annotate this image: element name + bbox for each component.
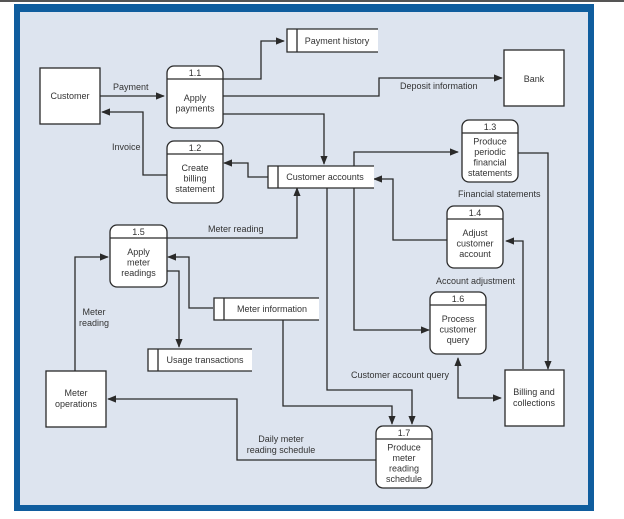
entity-meter-operations[interactable]: Meter operations	[45, 370, 107, 428]
flow-meter-reading	[74, 253, 109, 371]
process-label-line: query	[447, 335, 470, 345]
store-customer-accounts[interactable]: Customer accounts	[267, 165, 374, 189]
process-label-line: Process	[442, 314, 475, 324]
process-shape	[375, 425, 433, 489]
label-account-adjustment: Account adjustment	[436, 276, 516, 286]
entity-billing-collections[interactable]: Billing and collections	[504, 369, 565, 427]
flow-adjust-to-accounts	[373, 175, 447, 241]
flow-meterinfo-to-schedule	[282, 318, 396, 425]
process-label-line: Adjust	[462, 228, 488, 238]
process-shape	[446, 205, 504, 269]
flow-to-customer-query	[353, 187, 430, 334]
entity-meter-ops-line1: Meter	[64, 388, 87, 398]
top-edge-line	[0, 0, 624, 2]
flow-deposit	[222, 74, 503, 97]
entity-customer-label: Customer	[50, 91, 89, 101]
process-number: 1.3	[484, 122, 497, 132]
process-shape	[166, 140, 224, 204]
flow-customer-account-query	[454, 357, 502, 402]
process-label-line: Apply	[184, 93, 207, 103]
process-number: 1.6	[452, 294, 465, 304]
process-label-line: meter	[392, 453, 415, 463]
process-label-line: customer	[456, 238, 493, 248]
process-number: 1.4	[469, 208, 482, 218]
label-deposit-information: Deposit information	[400, 81, 478, 91]
entity-billing-line1: Billing and	[513, 387, 555, 397]
process-label-line: Produce	[387, 443, 421, 453]
store-meter-information-label: Meter information	[237, 304, 307, 314]
flows	[74, 37, 552, 461]
label-meter-reading-left-2: reading	[79, 318, 109, 328]
store-usage-transactions[interactable]: Usage transactions	[147, 348, 252, 372]
process-label-line: readings	[121, 268, 156, 278]
label-financial-statements: Financial statements	[458, 189, 541, 199]
flow-account-adjustment	[505, 237, 524, 369]
flow-meter-reading-to-accounts	[167, 187, 301, 239]
entity-meter-ops-line2: operations	[55, 399, 98, 409]
label-payment: Payment	[113, 82, 149, 92]
flow-invoice	[101, 108, 167, 176]
process-label-line: statements	[468, 168, 513, 178]
process-label-line: meter	[127, 257, 150, 267]
process-label-line: Produce	[473, 137, 507, 147]
label-invoice: Invoice	[112, 142, 141, 152]
entity-bank-label: Bank	[524, 74, 545, 84]
process-number: 1.2	[189, 143, 202, 153]
flow-to-create-billing	[223, 159, 268, 178]
entity-billing-line2: collections	[513, 398, 556, 408]
process-label-line: financial	[473, 158, 506, 168]
entity-customer[interactable]: Customer	[39, 67, 101, 125]
flow-financial-statements	[518, 152, 552, 370]
process-label-line: account	[459, 249, 491, 259]
process-label-line: customer	[439, 324, 476, 334]
process-label-line: Create	[181, 163, 208, 173]
label-daily-schedule-1: Daily meter	[258, 434, 304, 444]
process-label-line: Apply	[127, 247, 150, 257]
process-label-line: schedule	[386, 474, 422, 484]
process-label-line: periodic	[474, 147, 506, 157]
flow-meterinfo-to-apply	[167, 253, 213, 309]
flow-to-customer-accounts	[222, 113, 328, 165]
flow-to-usage	[167, 270, 183, 348]
store-payment-history-label: Payment history	[305, 36, 370, 46]
process-label-line: statement	[175, 184, 215, 194]
process-shape	[429, 291, 487, 355]
store-meter-information[interactable]: Meter information	[213, 297, 319, 321]
store-customer-accounts-label: Customer accounts	[286, 172, 364, 182]
flow-accounts-to-schedule	[326, 187, 416, 425]
process-number: 1.7	[398, 428, 411, 438]
process-label-line: payments	[175, 104, 215, 114]
flow-to-payment-history	[222, 37, 285, 80]
store-usage-transactions-label: Usage transactions	[166, 355, 244, 365]
process-shape	[109, 224, 168, 288]
process-label-line: reading	[389, 464, 419, 474]
label-meter-reading-top: Meter reading	[208, 224, 264, 234]
flow-to-financial	[353, 148, 459, 167]
flow-daily-schedule	[107, 395, 376, 461]
store-payment-history[interactable]: Payment history	[286, 28, 378, 53]
label-meter-reading-left-1: Meter	[82, 307, 105, 317]
entity-bank[interactable]: Bank	[503, 49, 565, 107]
process-shape	[166, 65, 224, 129]
process-number: 1.5	[132, 227, 145, 237]
label-daily-schedule-2: reading schedule	[247, 445, 316, 455]
process-number: 1.1	[189, 68, 202, 78]
process-label-line: billing	[183, 173, 206, 183]
label-customer-account-query: Customer account query	[351, 370, 450, 380]
process-shape	[461, 119, 519, 183]
